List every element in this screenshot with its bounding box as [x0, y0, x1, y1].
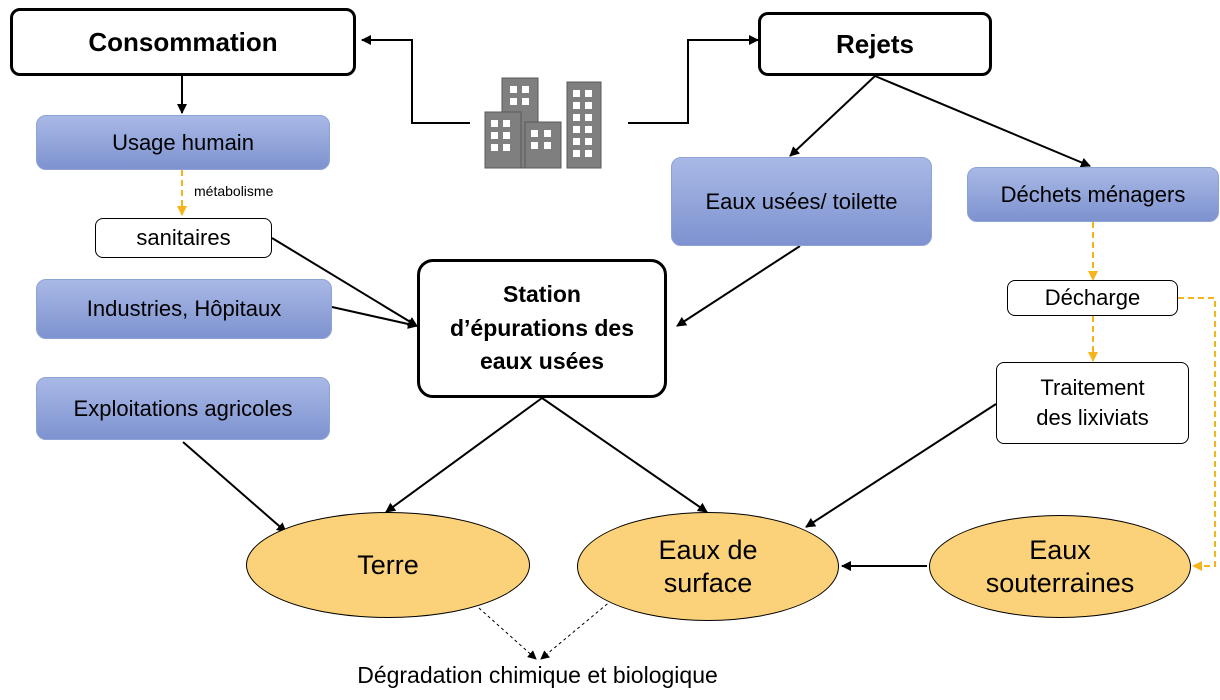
arrow-station-surface [541, 397, 708, 513]
arrow-surface-degradation [540, 599, 613, 660]
consommation-label: Consommation [88, 26, 278, 57]
metabolisme-label: métabolisme [194, 183, 274, 199]
terre-label: Terre [357, 549, 419, 580]
arrow-rejets-dechets [874, 75, 1091, 168]
terre-ellipse: Terre [246, 512, 530, 618]
decharge-box: Décharge [1007, 280, 1178, 316]
arrow-industries-station [331, 306, 418, 329]
sanitaires-label: sanitaires [136, 225, 231, 250]
arrow-sanitaires-station [271, 237, 418, 327]
arrow-buildings-consommation [361, 35, 470, 124]
traitement-label: Traitement des lixiviats [1036, 375, 1149, 430]
arrow-traitement-surface [805, 403, 997, 528]
eaux-souterraines-ellipse: Eaux souterraines [929, 515, 1191, 618]
buildings-icon [484, 77, 602, 169]
usage-humain-box: Usage humain [36, 115, 330, 170]
exploitations-box: Exploitations agricoles [36, 377, 330, 440]
eaux-usees-label: Eaux usées/ toilette [705, 188, 898, 214]
arrow-buildings-rejets [628, 35, 759, 124]
station-box: Station d’épurations des eaux usées [417, 259, 667, 398]
decharge-label: Décharge [1044, 285, 1141, 310]
rejets-label: Rejets [835, 28, 915, 59]
eaux-surface-label: Eaux de surface [658, 535, 758, 598]
dechets-label: Déchets ménagers [1000, 181, 1186, 207]
exploitations-label: Exploitations agricoles [73, 395, 293, 421]
industries-box: Industries, Hôpitaux [36, 279, 332, 339]
traitement-box: Traitement des lixiviats [996, 362, 1189, 444]
eaux-surface-ellipse: Eaux de surface [577, 512, 839, 621]
station-label: Station d’épurations des eaux usées [449, 281, 635, 375]
arrow-exploitations-terre [182, 441, 287, 533]
consommation-box: Consommation [10, 8, 356, 76]
rejets-box: Rejets [758, 12, 992, 76]
dechets-box: Déchets ménagers [967, 167, 1219, 222]
arrow-rejets-eauxusees [789, 75, 876, 157]
industries-label: Industries, Hôpitaux [86, 296, 282, 321]
arrow-station-terre [385, 397, 543, 513]
eaux-usees-box: Eaux usées/ toilette [671, 157, 932, 246]
eaux-souterraines-label: Eaux souterraines [985, 535, 1135, 598]
sanitaires-box: sanitaires [95, 218, 272, 258]
arrow-decharge-souterraines [1178, 297, 1216, 571]
degradation-label: Dégradation chimique et biologique [357, 662, 718, 688]
usage-humain-label: Usage humain [112, 129, 254, 155]
arrow-terre-degradation [469, 599, 537, 660]
arrow-eauxusees-station [676, 245, 801, 327]
